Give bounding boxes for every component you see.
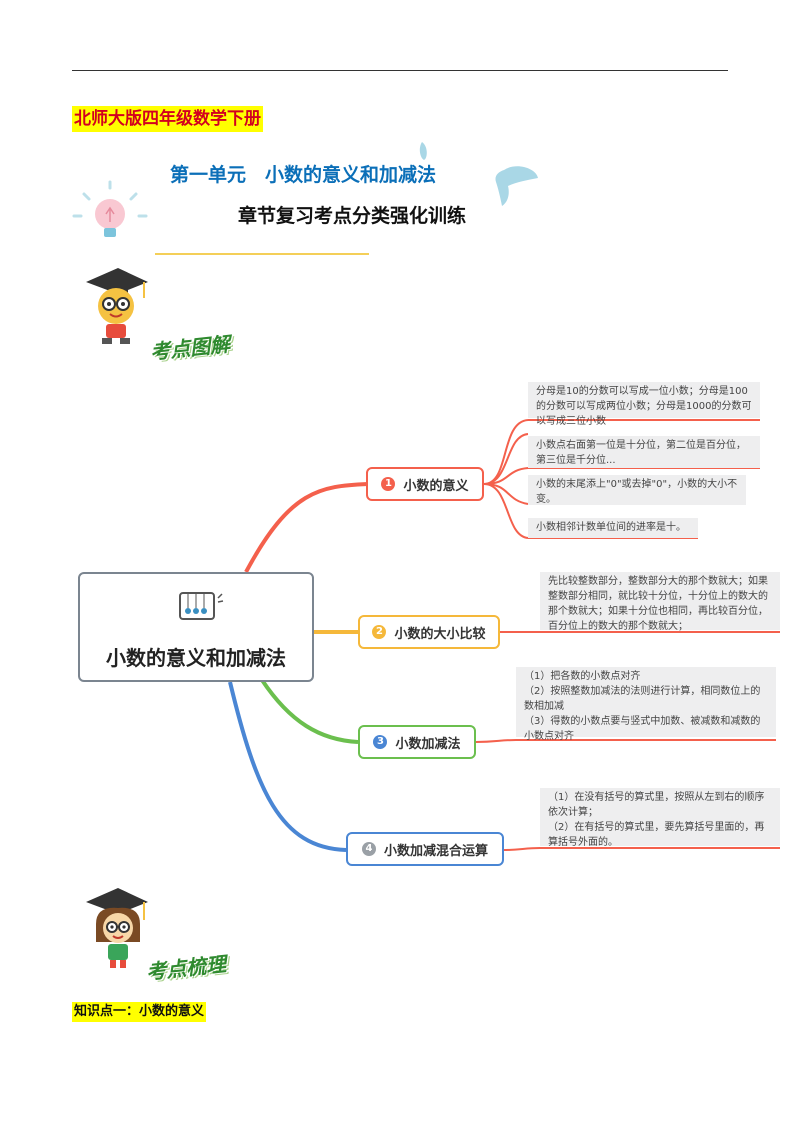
branch-label: 小数加减法 bbox=[395, 736, 461, 752]
branch-number-badge: 2 bbox=[372, 625, 387, 639]
branch-label: 小数的大小比较 bbox=[394, 626, 486, 642]
mindmap-central-topic: 小数的意义和加减法 bbox=[78, 572, 314, 682]
note-unit-ratio: 小数相邻计数单位间的进率是十。 bbox=[528, 518, 698, 538]
unit-title: 第一单元 小数的意义和加减法 bbox=[170, 164, 437, 186]
note-comparison-rule: 先比较整数部分，整数部分大的那个数就大；如果整数部分相同，就比较十分位，十分位上… bbox=[540, 572, 780, 632]
mascot-graduate-boy-icon bbox=[86, 268, 148, 344]
branch-mixed-operations: 4 小数加减混合运算 bbox=[346, 832, 504, 866]
knowledge-point-heading: 知识点一：小数的意义 bbox=[72, 1002, 207, 1022]
diagram-section-tag: 考点图解 bbox=[149, 331, 232, 365]
branch-decimal-meaning: 1 小数的意义 bbox=[366, 467, 484, 501]
note-place-values: 小数点右面第一位是十分位，第二位是百分位，第三位是千分位... bbox=[528, 436, 760, 468]
central-topic-title: 小数的意义和加减法 bbox=[106, 646, 286, 670]
newtons-cradle-icon bbox=[179, 592, 224, 620]
review-title: 章节复习考点分类强化训练 bbox=[238, 205, 467, 227]
paper-plane-icon bbox=[419, 142, 538, 206]
branch-number-badge: 3 bbox=[373, 735, 388, 749]
note-trailing-zeros: 小数的末尾添上"0"或去掉"0"，小数的大小不变。 bbox=[528, 475, 746, 505]
note-add-subtract-steps: （1）把各数的小数点对齐 （2）按照整数加减法的法则进行计算，相同数位上的数相加… bbox=[516, 667, 776, 742]
top-rule bbox=[72, 70, 728, 71]
summary-section-tag: 考点梳理 bbox=[145, 951, 228, 985]
title-underline bbox=[155, 253, 369, 255]
branch-label: 小数的意义 bbox=[403, 478, 469, 494]
note-fraction-to-decimal: 分母是10的分数可以写成一位小数；分母是100的分数可以写成两位小数；分母是10… bbox=[528, 382, 760, 427]
branch-label: 小数加减混合运算 bbox=[383, 843, 488, 859]
branch-compare-decimals: 2 小数的大小比较 bbox=[358, 615, 500, 649]
branch-number-badge: 1 bbox=[381, 477, 396, 491]
book-title: 北师大版四年级数学下册 bbox=[72, 106, 263, 132]
mascot-graduate-girl-icon bbox=[86, 888, 148, 968]
lightbulb-icon bbox=[72, 180, 148, 237]
note-mixed-operation-order: （1）在没有括号的算式里，按照从左到右的顺序依次计算； （2）在有括号的算式里，… bbox=[540, 788, 780, 848]
branch-number-badge: 4 bbox=[361, 842, 376, 856]
branch-decimal-add-subtract: 3 小数加减法 bbox=[358, 725, 476, 759]
